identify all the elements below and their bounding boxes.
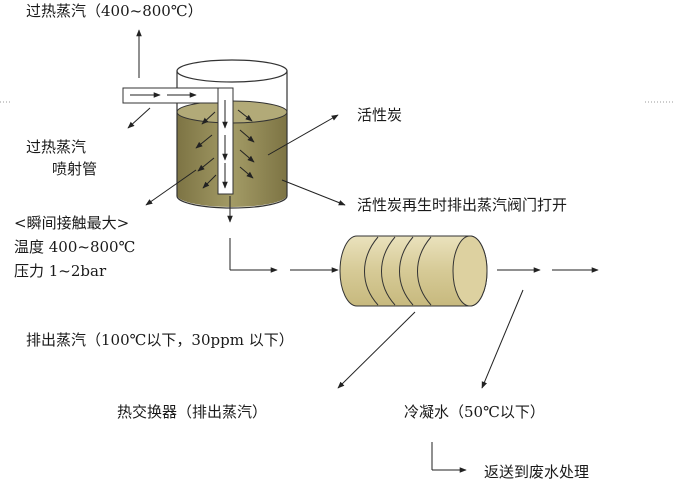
valve-leader (281, 179, 346, 206)
label-temperature: 温度 400~800℃ (14, 238, 136, 256)
contact-leader (145, 169, 197, 206)
label-activated-carbon: 活性炭 (357, 106, 403, 124)
label-contact-title: <瞬间接触最大> (14, 214, 130, 232)
heat-exchanger (339, 235, 488, 307)
label-valve-open: 活性炭再生时排出蒸汽阀门打开 (357, 196, 568, 214)
nozzle-leader (127, 107, 151, 129)
label-heat-exchanger: 热交换器（排出蒸汽） (117, 403, 268, 421)
label-nozzle-line1: 过热蒸汽 (26, 138, 87, 156)
label-pressure: 压力 1~2bar (14, 262, 107, 280)
label-nozzle-line2: 喷射管 (52, 160, 98, 178)
carbon-leader (267, 114, 339, 156)
vessel-top-rim (176, 59, 288, 83)
to-heat-exchanger-label (337, 311, 416, 389)
label-return-wastewater: 返送到废水处理 (484, 463, 590, 481)
label-exhaust-steam: 排出蒸汽（100℃以下，30ppm 以下） (26, 331, 294, 349)
to-condensate-label (481, 289, 524, 389)
label-condensate: 冷凝水（50℃以下） (404, 403, 545, 421)
label-superheated-steam-top: 过热蒸汽（400~800℃） (26, 2, 203, 20)
